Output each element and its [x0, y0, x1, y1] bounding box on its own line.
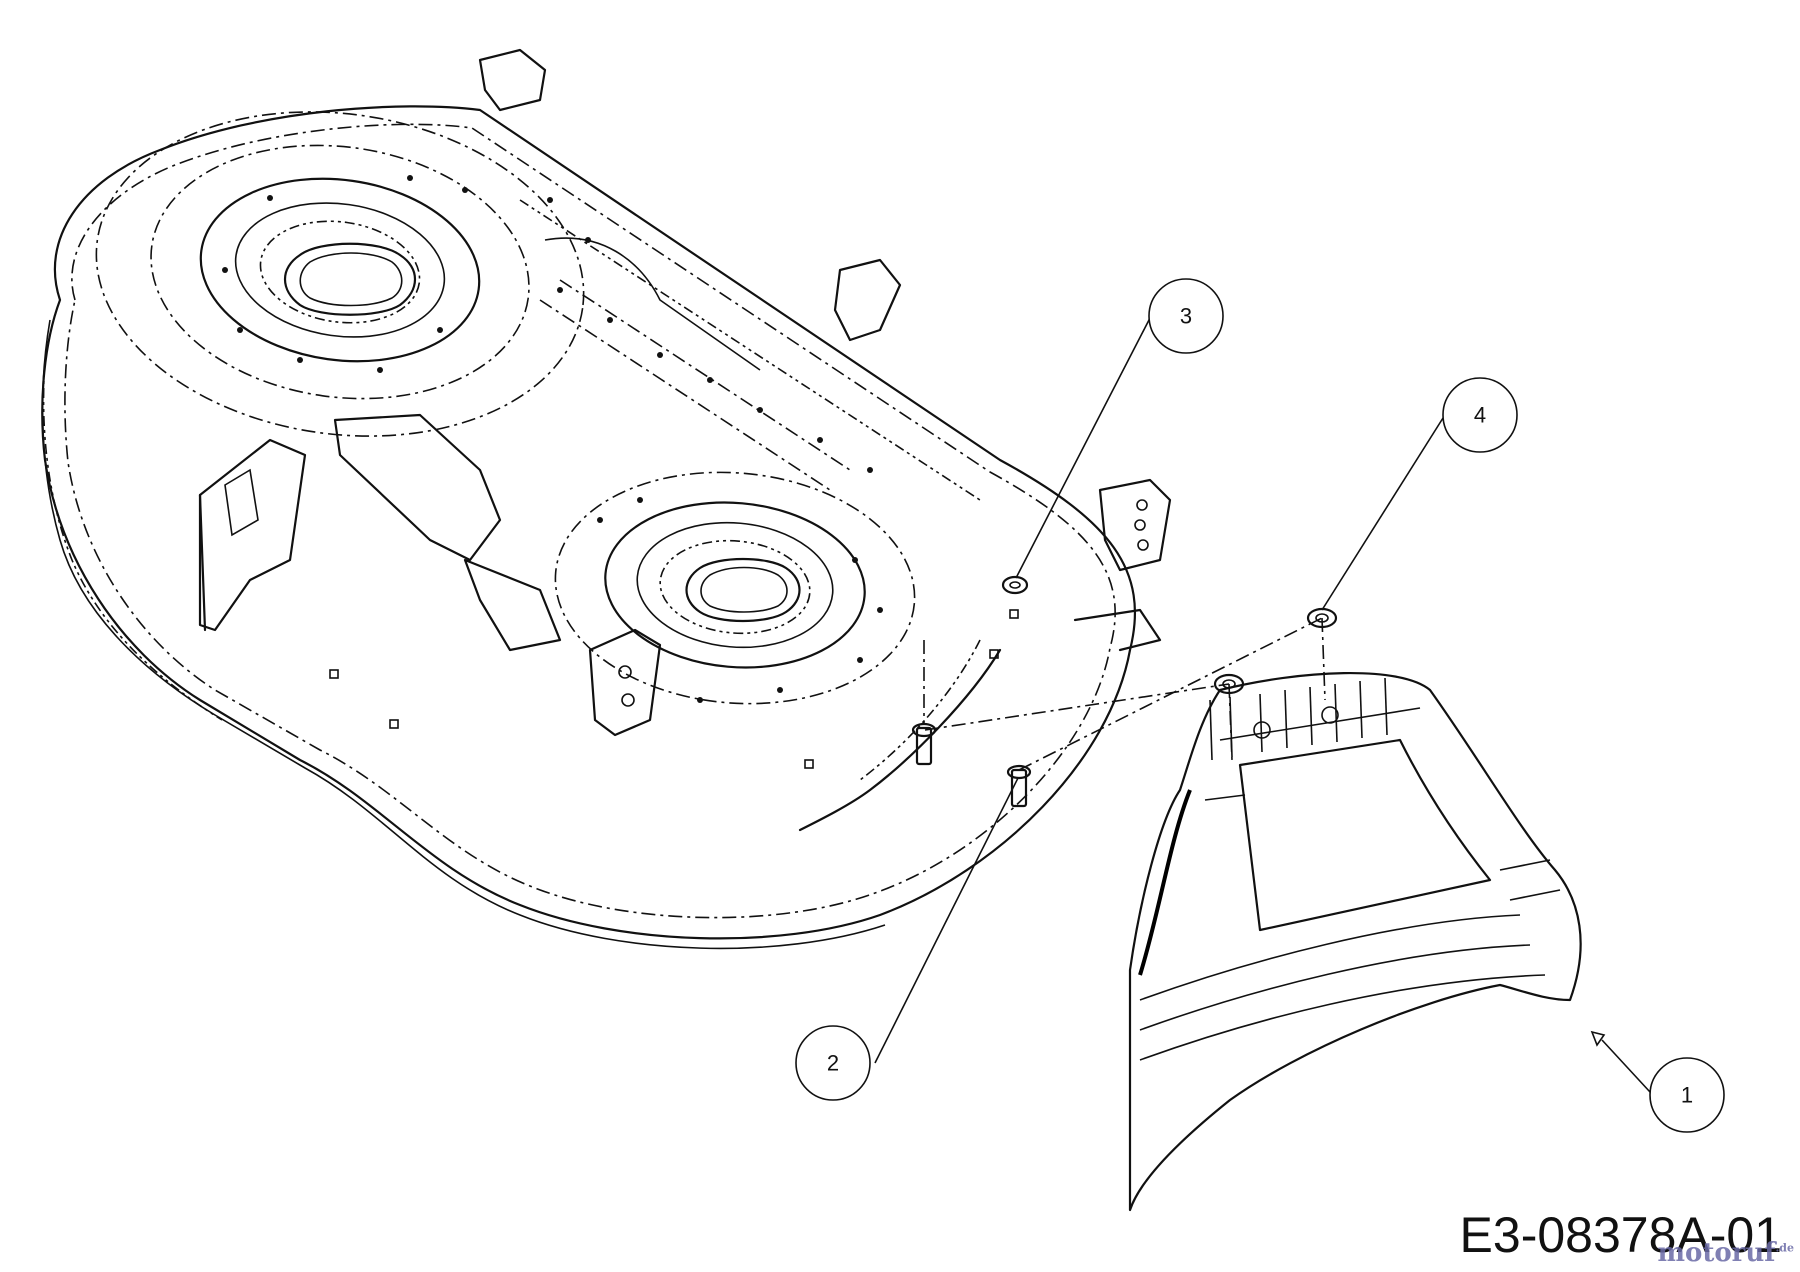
callout-2: 2 [795, 777, 1019, 1101]
mower-deck [41, 48, 1172, 950]
assembly-lines [923, 617, 1326, 771]
callout-3: 3 [1015, 278, 1224, 579]
callout-4: 4 [1321, 377, 1518, 611]
hex-nuts [1213, 607, 1338, 695]
callout-2-label: 2 [827, 1051, 839, 1076]
watermark-logo: motoruf.de [1657, 1238, 1794, 1268]
callout-1: 1 [1590, 1030, 1725, 1133]
deck-holes [222, 175, 883, 703]
deck-square-holes [329, 609, 1019, 769]
callout-1-label: 1 [1681, 1083, 1693, 1108]
callout-3-label: 3 [1180, 304, 1192, 329]
drawing-number: E3-08378A-01 [1459, 1207, 1782, 1263]
discharge-deflector [1128, 671, 1582, 1212]
watermark-suffix: .de [1775, 1241, 1794, 1255]
watermark-main: motoruf [1657, 1238, 1776, 1268]
carriage-bolt-studs [911, 722, 1032, 808]
washer [1001, 575, 1029, 595]
callout-4-label: 4 [1474, 403, 1486, 428]
